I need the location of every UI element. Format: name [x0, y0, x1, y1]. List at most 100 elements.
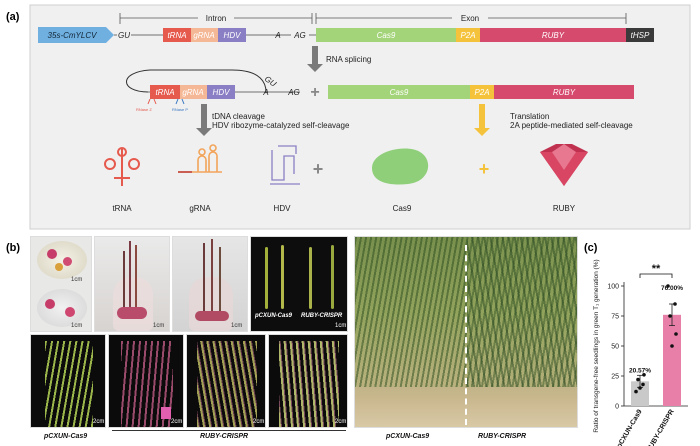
data-point: [670, 344, 674, 348]
photo-plant-pcxun: 2cm: [30, 334, 106, 428]
hdv-label: HDV: [224, 31, 242, 40]
caption-field-pcxun: pCXUN-Cas9: [386, 433, 430, 440]
x-category-label: RUBY-CRISPR: [646, 409, 676, 446]
photo-leaf-blades: pCXUN-Cas9 RUBY-CRISPR 1cm: [250, 236, 348, 332]
mrna-cas9-label: Cas9: [390, 88, 409, 97]
spliced-trna-label: tRNA: [155, 88, 174, 97]
spliced-hdv-box: [207, 85, 235, 99]
bar-RUBY-CRISPR: [663, 314, 681, 406]
translation-label-1: Translation: [510, 112, 549, 121]
scale-leaf: 1cm: [335, 323, 347, 329]
translation-arrow-head: [474, 128, 490, 136]
mrna-ruby-box: [494, 85, 634, 99]
ag-bg: [291, 30, 309, 40]
spliced-a-label: A: [262, 88, 268, 97]
data-point: [638, 386, 642, 390]
rna-splicing-label: RNA splicing: [326, 55, 371, 64]
mrna-p2a-box: [470, 85, 494, 99]
gu-label: GU: [118, 31, 130, 40]
data-point: [666, 284, 670, 288]
data-point: [636, 377, 640, 382]
spliced-trna-box: [150, 85, 180, 99]
photo-flask-2: 1cm: [172, 236, 248, 332]
hdv-ribozyme-icon: [270, 145, 300, 185]
exon-label-bg: [452, 12, 488, 23]
y-tick-label: 0: [615, 404, 619, 411]
grna-label: gRNA: [193, 31, 214, 40]
data-point: [634, 389, 638, 394]
a-label: A: [274, 31, 280, 40]
mrna-cas9-box: [328, 85, 470, 99]
caption-field-ruby: RUBY-CRISPR: [478, 433, 527, 440]
spliced-hdv-label: HDV: [213, 88, 231, 97]
scale-plant-4: 2cm: [335, 419, 347, 425]
y-tick-label: 25: [611, 374, 619, 381]
rnase-p-label: RNase P: [172, 107, 188, 112]
spliced-ag-label: AG: [287, 88, 300, 97]
ruby-gem-icon: [540, 144, 588, 186]
exon-label: Exon: [461, 14, 479, 23]
ruby-label: RUBY: [542, 31, 565, 40]
promoter-arrow: [38, 27, 114, 43]
panel-b-letter: (b): [6, 242, 21, 254]
panel-a-letter: (a): [6, 11, 20, 23]
y-axis-label: Ratio of transgene-free seedlings in gre…: [593, 259, 600, 432]
cleavage-label-2: HDV ribozyme-catalyzed self-cleavage: [212, 121, 350, 130]
translation-arrow-shaft: [479, 104, 485, 128]
spliced-grna-label: gRNA: [182, 88, 203, 97]
panel-a-background: [29, 4, 691, 230]
y-tick-label: 50: [611, 344, 619, 351]
bar-pCXUN-Cas9: [631, 381, 649, 406]
product-grna-label: gRNA: [189, 204, 211, 213]
cas9-label: Cas9: [377, 31, 396, 40]
data-point: [673, 302, 677, 306]
thsp-label: tHSP: [631, 31, 650, 40]
photo-plant-ruby-3: 2cm: [268, 334, 348, 428]
trna-label: tRNA: [167, 31, 186, 40]
caption-pcxun: pCXUN-Cas9: [44, 433, 88, 440]
mrna-p2a-label: P2A: [474, 88, 489, 97]
data-point: [641, 382, 645, 387]
trna-box: [163, 28, 191, 42]
grna-box: [191, 28, 218, 42]
significance-stars: **: [652, 263, 661, 275]
bar-value-label-right: 76.00%: [661, 285, 683, 292]
data-point: [674, 332, 678, 336]
y-tick-label: 75: [611, 314, 619, 321]
x-category-label: pCXUN-Cas9: [616, 408, 644, 446]
spliced-grna-box: [180, 85, 207, 99]
thsp-box: [626, 28, 654, 42]
mrna-ruby-label: RUBY: [553, 88, 576, 97]
product-hdv-label: HDV: [274, 204, 292, 213]
cleavage-arrow-shaft: [201, 104, 207, 128]
ag-label: AG: [293, 31, 306, 40]
rnase-p-scissors-icon: [175, 98, 185, 105]
promoter-label: 35s-CmYLCV: [48, 31, 98, 40]
intron-label: Intron: [206, 14, 226, 23]
scale-petri-1: 1cm: [71, 277, 83, 283]
scale-plant-1: 2cm: [93, 419, 105, 425]
photo-plant-ruby-1: 2cm: [108, 334, 184, 428]
rnase-z-label: RNase Z: [136, 107, 152, 112]
product-trna-label: tRNA: [112, 204, 132, 213]
scale-flask-1: 1cm: [153, 323, 165, 329]
mini-caption-ruby: RUBY-CRISPR: [301, 313, 343, 319]
photo-petri-dishes: 1cm 1cm: [30, 236, 92, 332]
data-point: [642, 373, 646, 377]
splicing-arrow-head: [307, 64, 323, 72]
photo-field: [354, 236, 578, 428]
photo-plant-ruby-2: 2cm: [186, 334, 266, 428]
product-cas9-label: Cas9: [393, 204, 412, 213]
p2a-box: [456, 28, 480, 42]
scale-petri-2: 1cm: [71, 323, 83, 329]
cleavage-label-1: tDNA cleavage: [212, 112, 265, 121]
chart-bars: [631, 284, 681, 406]
data-point: [668, 314, 672, 318]
lariat-loop: [126, 69, 267, 93]
panel-c-letter: (c): [584, 242, 598, 254]
gu-bg: [117, 30, 131, 40]
trna-cloverleaf-icon: [104, 147, 140, 186]
translation-label-2: 2A peptide-mediated self-cleavage: [510, 121, 633, 130]
